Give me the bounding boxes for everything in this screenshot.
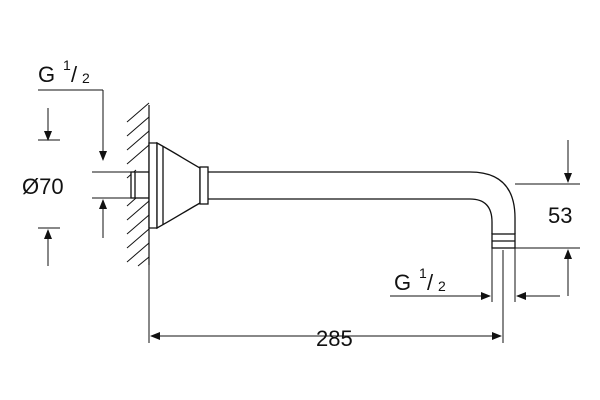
svg-text:1: 1 (63, 57, 71, 73)
label-thread-top: G 1 / 2 (38, 57, 90, 87)
label-thread-bottom: G 1 / 2 (394, 265, 446, 295)
thread-stub (130, 171, 150, 199)
svg-text:1: 1 (419, 265, 427, 281)
label-length: 285 (316, 326, 353, 351)
svg-text:/: / (427, 270, 434, 295)
label-diameter: Ø70 (22, 174, 64, 199)
svg-text:G: G (394, 270, 411, 295)
svg-text:/: / (71, 62, 78, 87)
flange (148, 141, 201, 230)
svg-text:G: G (38, 62, 55, 87)
dimension-lines (38, 89, 580, 343)
label-height: 53 (548, 203, 572, 228)
shower-arm (199, 166, 516, 249)
svg-text:2: 2 (82, 70, 90, 86)
svg-text:2: 2 (438, 278, 446, 294)
